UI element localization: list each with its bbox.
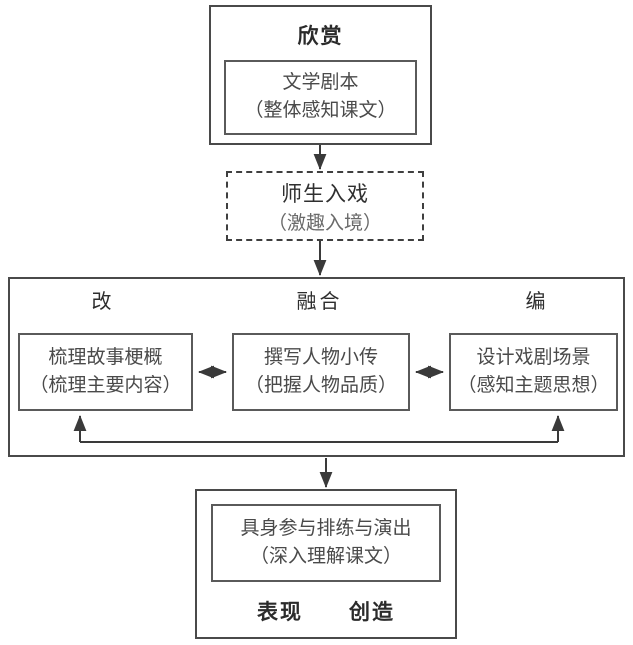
- node-story-outline: 梳理故事梗概 （梳理主要内容）: [18, 333, 193, 411]
- node-performance-inner-line1: 具身参与排练与演出: [240, 517, 412, 540]
- node-performance-tags: 表现 创造: [257, 599, 395, 624]
- node-character-biography: 撰写人物小传 （把握人物品质）: [232, 333, 410, 411]
- node-performance-inner-line2: （深入理解课文）: [249, 545, 402, 567]
- node-performance-inner: 具身参与排练与演出 （深入理解课文）: [211, 504, 441, 582]
- stage-label-left: 改: [91, 289, 115, 313]
- node-character-biography-line1: 撰写人物小传: [263, 346, 378, 369]
- node-character-biography-line2: （把握人物品质）: [244, 374, 397, 396]
- stage-label-center: 融合: [296, 289, 343, 313]
- node-role-entry-dashed: 师生入戏 （激趣入境）: [226, 171, 424, 241]
- node-appreciation-inner-line1: 文学剧本: [282, 71, 359, 94]
- node-scene-design-line2: （感知主题思想）: [457, 374, 610, 396]
- node-role-entry-line2: （激趣入境）: [267, 211, 382, 234]
- node-appreciation-outer: 欣赏 文学剧本 （整体感知课文）: [209, 5, 432, 145]
- node-role-entry-line1: 师生入戏: [281, 181, 369, 206]
- node-appreciation-inner-line2: （整体感知课文）: [244, 99, 397, 121]
- node-story-outline-line1: 梳理故事梗概: [48, 346, 163, 369]
- node-appreciation-heading: 欣赏: [297, 22, 344, 48]
- node-performance-outer: 具身参与排练与演出 （深入理解课文） 表现 创造: [195, 489, 457, 639]
- node-scene-design-line1: 设计戏剧场景: [476, 346, 591, 369]
- node-appreciation-inner: 文学剧本 （整体感知课文）: [224, 59, 417, 135]
- node-scene-design: 设计戏剧场景 （感知主题思想）: [449, 333, 618, 411]
- node-story-outline-line2: （梳理主要内容）: [29, 374, 182, 396]
- stage-label-right: 编: [525, 289, 549, 313]
